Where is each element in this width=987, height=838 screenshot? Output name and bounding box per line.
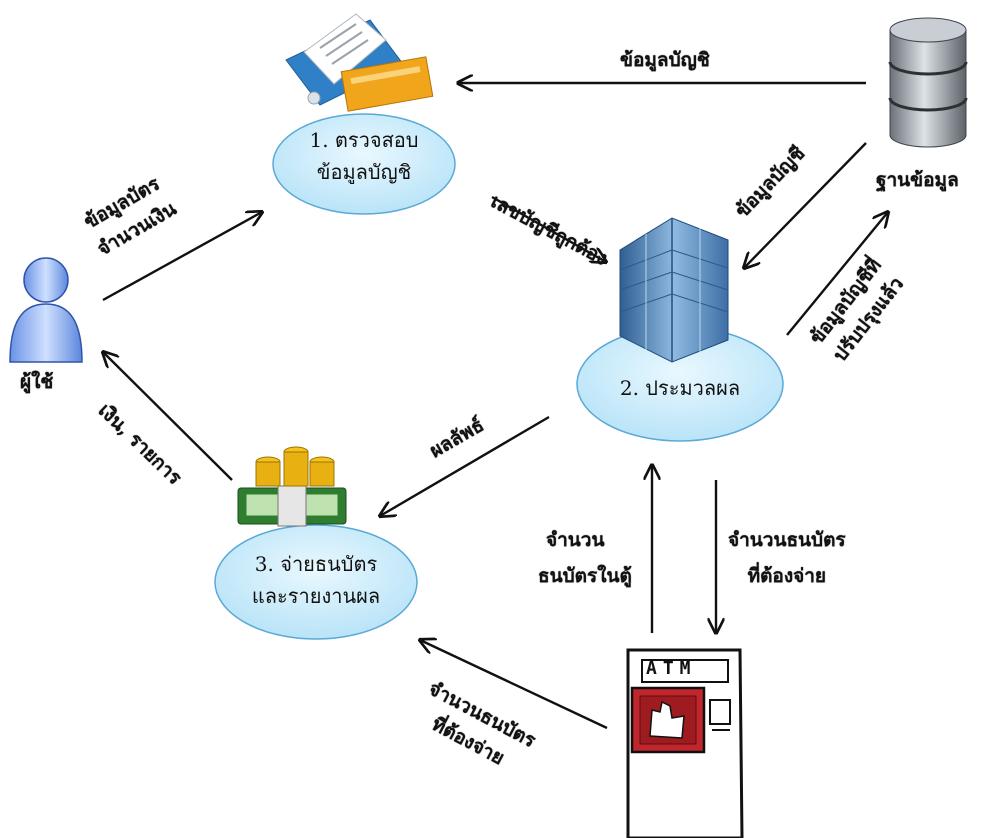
arrow-db-to-p2 <box>744 142 867 268</box>
process-1-bubble <box>272 113 456 215</box>
arrow-atm-to-p3 <box>420 640 608 730</box>
flow-p2-to-atm-line1: จำนวนธนบัตร <box>728 529 846 551</box>
flow-atm-to-p2-line2: ธนบัตรในตู้ <box>538 565 632 588</box>
atm-label: ATM <box>646 658 697 679</box>
user-label: ผู้ใช้ <box>20 371 54 393</box>
database-icon <box>888 17 968 148</box>
flow-p2-to-atm-line2: ที่ต้องจ่าย <box>747 565 827 588</box>
process-2-label: 2. ประมวลผล <box>600 372 760 404</box>
flow-atm-to-p2-label: จำนวน ธนบัตรในตู้ <box>538 522 632 594</box>
building-icon <box>619 217 729 363</box>
database-label: ฐานข้อมูล <box>876 169 959 191</box>
user-icon <box>9 257 83 363</box>
process-1-line2: ข้อมูลบัญชิ <box>316 160 412 184</box>
arrow-user-to-p1 <box>102 212 262 302</box>
process-2-line1: 2. ประมวลผล <box>619 376 741 400</box>
process-1-label: 1. ตรวจสอบ ข้อมูลบัญชิ <box>284 124 444 188</box>
process-1-line1: 1. ตรวจสอบ <box>309 128 419 152</box>
process-3-bubble <box>214 524 418 640</box>
arrow-p2-to-p3 <box>380 415 550 516</box>
process-3-line2: และรายงานผล <box>251 584 381 608</box>
flow-atm-to-p2-line1: จำนวน <box>546 529 605 551</box>
process-3-label: 3. จ่ายธนบัตร และรายงานผล <box>236 548 396 612</box>
arrow-p2-to-db <box>786 212 888 336</box>
process-3-line1: 3. จ่ายธนบัตร <box>254 552 378 576</box>
money-icon <box>237 446 347 527</box>
flow-db-to-p1-label: ข้อมูลบัญชิ <box>620 49 710 71</box>
atm-machine-icon <box>626 648 744 838</box>
arrow-p3-to-user <box>103 352 233 481</box>
arrow-p1-to-p2 <box>491 195 606 262</box>
folder-documents-icon <box>285 13 434 112</box>
flow-p2-to-atm-label: จำนวนธนบัตร ที่ต้องจ่าย <box>728 522 846 594</box>
